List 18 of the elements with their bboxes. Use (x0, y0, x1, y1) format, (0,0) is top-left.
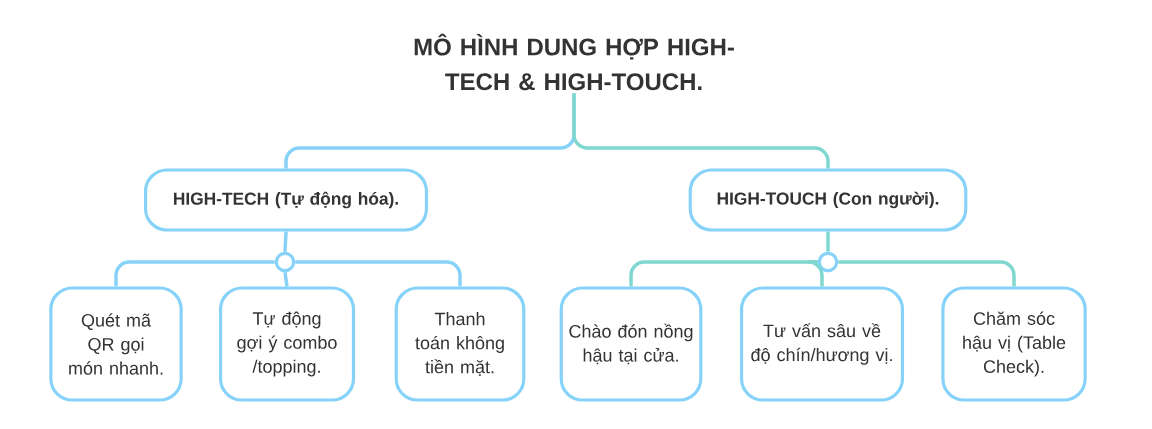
item-box: Thanh toán không tiền mặt. (394, 286, 526, 402)
connector-line (283, 272, 289, 287)
category-box: HIGH-TECH (Tự động hóa). (143, 168, 429, 232)
item-box: Chào đón nồng hậu tại cửa. (559, 286, 703, 402)
connector-line (806, 260, 824, 287)
junction-circle (817, 251, 839, 273)
connector-line (114, 260, 275, 287)
category-box: HIGH-TOUCH (Con người). (688, 168, 968, 232)
item-box: Tư vấn sâu về độ chín/hương vị. (739, 286, 905, 402)
connector-line (295, 260, 462, 287)
item-box: Quét mã QR gọi món nhanh. (49, 286, 183, 402)
item-box: Tự động gợi ý combo /topping. (218, 286, 356, 402)
junction-circle (274, 251, 296, 273)
title-text: MÔ HÌNH DUNG HỢP HIGH-TECH & HIGH-TOUCH. (414, 33, 734, 91)
connector-line (826, 231, 830, 252)
connector-line (838, 260, 1016, 287)
connector-line (283, 231, 288, 252)
item-box: Chăm sóc hậu vị (Table Check). (941, 286, 1087, 402)
